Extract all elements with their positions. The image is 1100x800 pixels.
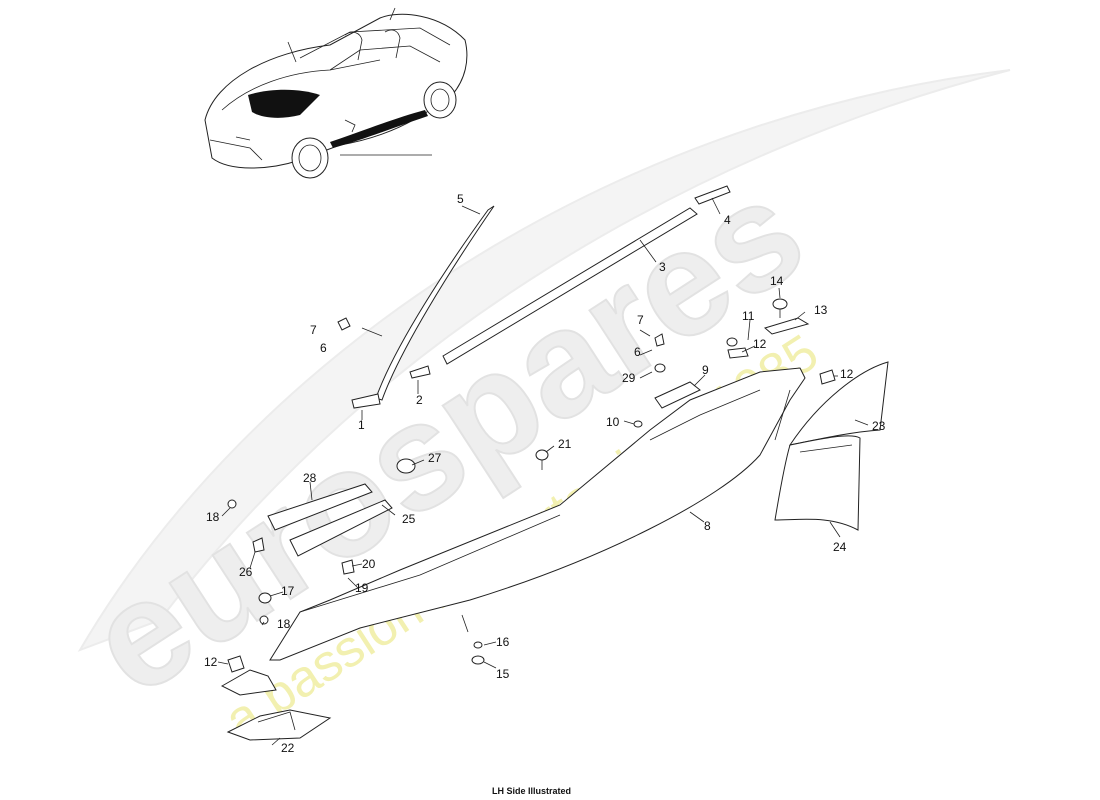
part-10-clip xyxy=(633,420,643,428)
callout-5: 5 xyxy=(457,192,464,206)
diagram-caption: LH Side Illustrated xyxy=(492,786,571,796)
callout-29: 29 xyxy=(622,371,636,385)
part-29-bushing xyxy=(654,363,666,373)
callout-11: 11 xyxy=(742,309,755,323)
callout-6b: 6 xyxy=(634,345,641,359)
callout-7: 7 xyxy=(310,323,317,337)
callout-12b: 12 xyxy=(840,367,854,381)
part-3-upper-trim-strip xyxy=(442,207,698,365)
callout-6: 6 xyxy=(320,341,327,355)
part-9-bracket xyxy=(654,381,701,409)
callout-27: 27 xyxy=(428,451,442,465)
part-12-clip-upper xyxy=(727,347,749,359)
part-28-sill-plate xyxy=(267,483,373,531)
car-overview-illustration xyxy=(204,7,468,179)
callout-20: 20 xyxy=(362,557,376,571)
callout-12c: 12 xyxy=(204,655,218,669)
callout-18: 18 xyxy=(206,510,220,524)
callout-17: 17 xyxy=(281,584,295,598)
part-18-fastener-lower xyxy=(259,615,269,625)
part-7-screw-middle xyxy=(654,333,665,347)
callout-25: 25 xyxy=(402,512,416,526)
callout-22: 22 xyxy=(281,741,295,755)
callout-8: 8 xyxy=(704,519,711,533)
part-7-screw-upper xyxy=(337,317,351,331)
callout-15: 15 xyxy=(496,667,510,681)
callout-16: 16 xyxy=(496,635,510,649)
callout-3: 3 xyxy=(659,260,666,274)
callout-14: 14 xyxy=(770,274,784,288)
callout-21: 21 xyxy=(558,437,572,451)
callout-12: 12 xyxy=(753,337,767,351)
part-13-mounting-plate xyxy=(763,317,810,335)
callout-7b: 7 xyxy=(637,313,644,327)
part-12-clip-lower xyxy=(227,655,245,673)
callout-13: 13 xyxy=(814,303,828,317)
callout-1: 1 xyxy=(358,418,365,432)
part-5-a-pillar-trim xyxy=(375,205,495,401)
callout-19: 19 xyxy=(355,581,369,595)
part-22-lower-bracket-lower xyxy=(226,709,332,741)
part-18-fastener-upper xyxy=(227,499,237,509)
part-8-sill-cover xyxy=(269,367,806,661)
part-1-clip-plate xyxy=(351,393,381,409)
part-2-clip-plate xyxy=(409,365,431,379)
part-25-sill-finisher xyxy=(289,499,393,557)
part-14-push-fastener xyxy=(772,298,788,310)
callout-18b: 18 xyxy=(277,617,291,631)
leader-lines xyxy=(217,197,869,746)
part-12-clip-right xyxy=(819,369,836,385)
part-4-end-cap xyxy=(694,185,731,205)
part-15-screw xyxy=(471,655,485,665)
callout-2: 2 xyxy=(416,393,423,407)
callout-4: 4 xyxy=(724,213,731,227)
callout-26: 26 xyxy=(239,565,253,579)
callout-labels: 1 2 3 4 5 6 6 7 7 8 9 10 11 12 12 12 13 … xyxy=(204,192,886,755)
part-22-lower-bracket-upper xyxy=(220,669,277,696)
part-24-quarter-panel-inner xyxy=(774,435,861,531)
part-26-clip xyxy=(252,537,265,553)
part-11-clip xyxy=(726,337,738,347)
parts xyxy=(220,185,889,741)
part-20-fastener xyxy=(341,559,355,575)
part-27-push-fastener xyxy=(396,458,416,474)
callout-23: 23 xyxy=(872,419,886,433)
callout-24: 24 xyxy=(833,540,847,554)
callout-10: 10 xyxy=(606,415,620,429)
callout-9: 9 xyxy=(702,363,709,377)
part-16-washer xyxy=(473,641,483,649)
part-17-fastener xyxy=(258,592,272,604)
callout-28: 28 xyxy=(303,471,317,485)
